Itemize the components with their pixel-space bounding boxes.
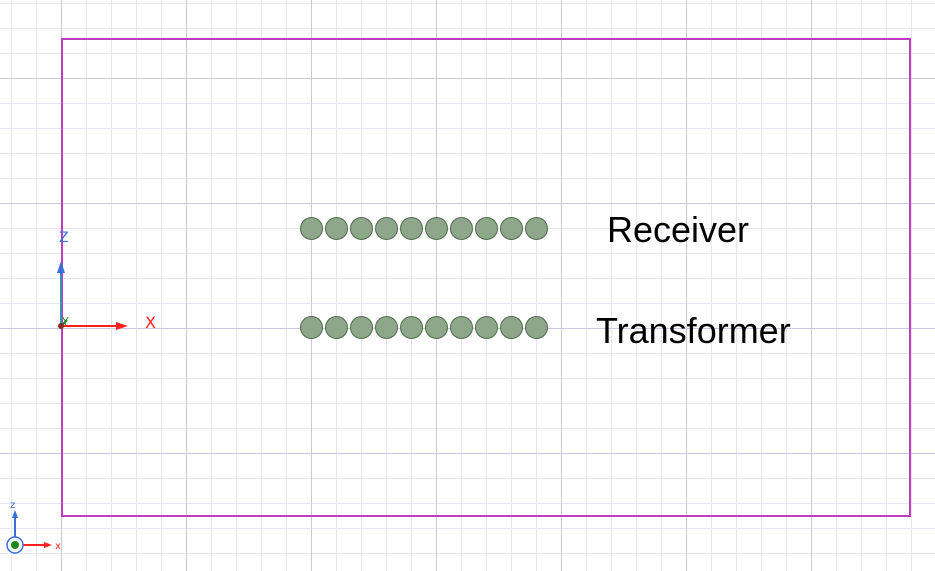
y-axis-label: Y — [61, 315, 69, 328]
receiver-coil — [450, 217, 473, 240]
receiver-coil — [500, 217, 523, 240]
transformer-coil — [500, 316, 523, 339]
triad-x-arrow-icon — [44, 542, 52, 548]
transformer-coil — [375, 316, 398, 339]
receiver-coil — [375, 217, 398, 240]
receiver-label: Receiver — [607, 209, 750, 250]
transformer-coil — [400, 316, 423, 339]
z-axis-label: Z — [59, 230, 69, 246]
transformer-label: Transformer — [596, 310, 791, 351]
transformer-coil — [325, 316, 348, 339]
receiver-coil-row — [300, 217, 548, 240]
origin-point — [58, 323, 64, 329]
transformer-coil — [475, 316, 498, 339]
transformer-coil — [425, 316, 448, 339]
receiver-coil — [400, 217, 423, 240]
coordinate-axes-icon: Z X Y — [57, 230, 156, 332]
receiver-coil — [350, 217, 373, 240]
triad-center — [11, 541, 19, 549]
triad-z-label: z — [10, 500, 15, 511]
orientation-triad-icon[interactable]: z x — [0, 497, 70, 567]
transformer-coil — [300, 316, 323, 339]
receiver-coil — [425, 217, 448, 240]
domain-boundary — [61, 38, 911, 517]
z-axis-arrow-icon — [57, 261, 65, 273]
x-axis-label: X — [145, 313, 156, 332]
receiver-coil — [525, 217, 548, 240]
transformer-coil — [450, 316, 473, 339]
triad-x-label: x — [55, 541, 61, 552]
receiver-coil — [300, 217, 323, 240]
receiver-coil — [325, 217, 348, 240]
receiver-coil — [475, 217, 498, 240]
transformer-coil — [350, 316, 373, 339]
transformer-coil-row — [300, 316, 548, 339]
x-axis-arrow-icon — [116, 322, 128, 330]
triad-z-arrow-icon — [12, 510, 18, 518]
transformer-coil — [525, 316, 548, 339]
